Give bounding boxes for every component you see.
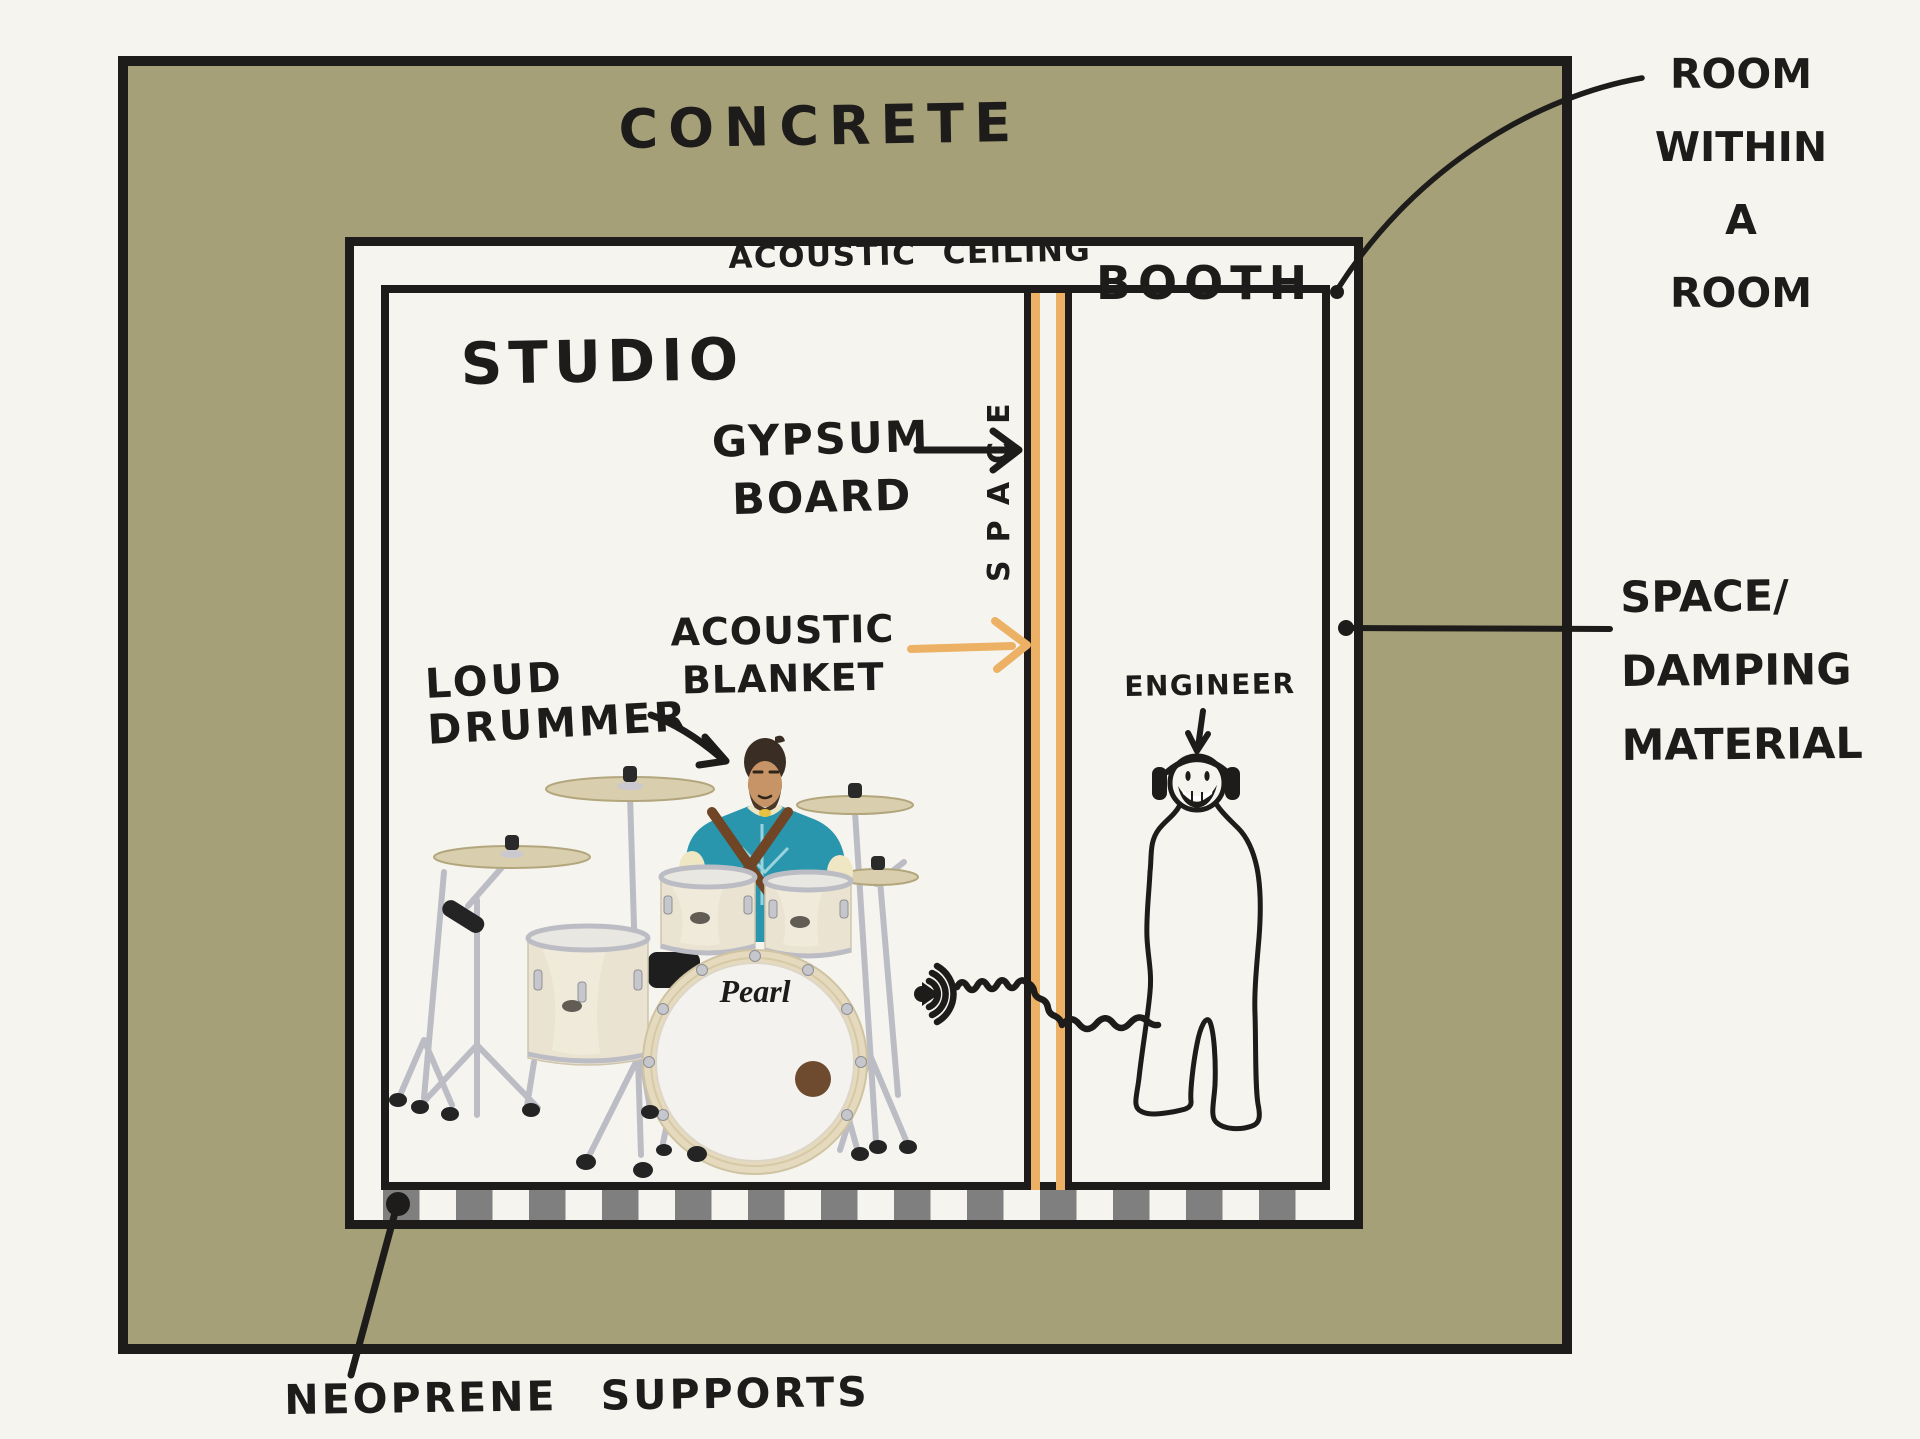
acoustic-ceiling-label: ACOUSTIC CEILING — [728, 232, 1092, 276]
gypsum-board-label: GYPSUM BOARD — [711, 412, 931, 526]
room-within-a-room-label: ROOM WITHIN A ROOM — [1654, 50, 1828, 317]
engineer-label: ENGINEER — [1124, 667, 1296, 703]
booth-label: BOOTH — [1096, 256, 1315, 310]
partition-blanket-booth — [1056, 293, 1065, 1190]
loud-drummer-label: LOUD DRUMMER — [423, 652, 690, 754]
partition-gypsum-wall-booth — [1065, 293, 1072, 1190]
partition-gypsum-wall-studio — [1024, 293, 1031, 1190]
neoprene-supports-strip — [383, 1190, 1328, 1220]
studio-label: STUDIO — [460, 325, 745, 398]
concrete-label: CONCRETE — [618, 90, 1022, 161]
space-vertical-label: SPACE — [982, 385, 1017, 583]
space-damping-material-label: SPACE/ DAMPING MATERIAL — [1620, 571, 1864, 771]
partition-blanket-studio — [1031, 293, 1040, 1190]
neoprene-supports-label: NEOPRENE SUPPORTS — [284, 1367, 871, 1424]
